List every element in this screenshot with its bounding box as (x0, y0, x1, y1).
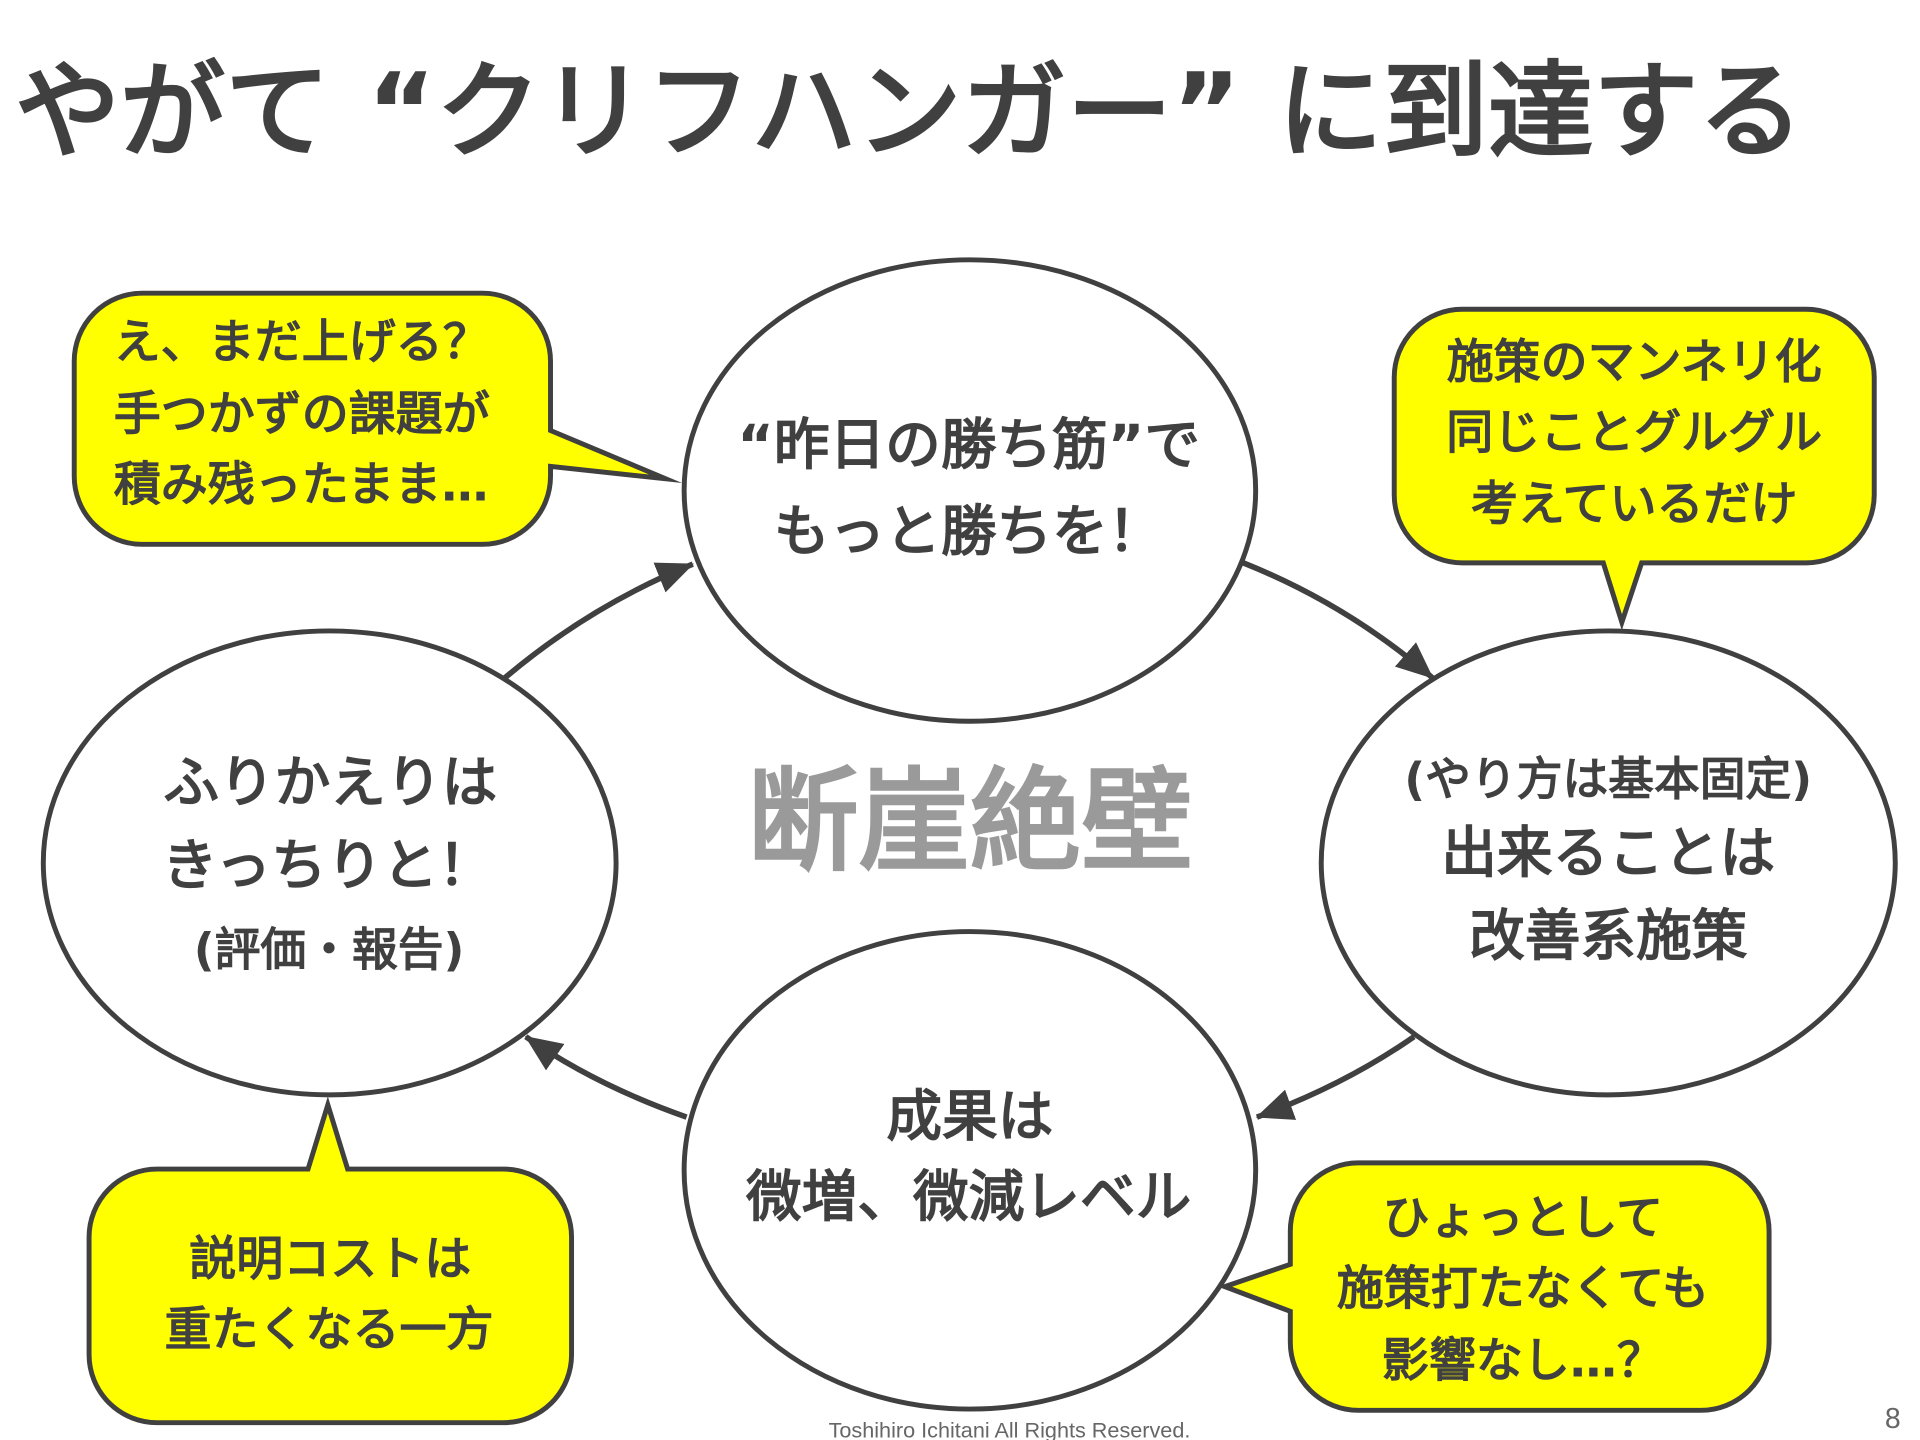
copyright-footer: Toshihiro Ichitani All Rights Reserved. (829, 1418, 1191, 1440)
arrow-top-to-right (1242, 560, 1435, 681)
cycle-node-left-line-1: ふりかえりは (163, 751, 497, 816)
callout-top-left (71, 290, 683, 547)
callout-top-left-line-1: え、まだ上げる？ (114, 315, 490, 370)
cycle-node-right-line-2: 改善系施策 (1469, 904, 1748, 969)
callout-bottom-right-line-3: 影響なし…？ (1382, 1333, 1664, 1388)
cycle-node-left-note: (評価・報告) (194, 924, 465, 977)
callouts: え、まだ上げる？ 手つかずの課題が 積み残ったまま… 施策のマンネリ化 同じこと… (71, 290, 1877, 1426)
cycle-diagram: “昨日の勝ち筋”で もっと勝ちを！ (やり方は基本固定) 出来ることは 改善系施… (40, 257, 1898, 1412)
arrow-left-to-top (502, 561, 694, 681)
arrow-right-to-bottom (1255, 1034, 1416, 1120)
cycle-node-right (1318, 628, 1898, 1098)
callout-top-left-line-3: 積み残ったまま… (114, 457, 489, 512)
callout-top-left-line-2: 手つかずの課題が (114, 387, 490, 442)
cycle-node-right-note: (やり方は基本固定) (1404, 753, 1812, 806)
page-number: 8 (1885, 1403, 1901, 1435)
cycle-node-top (681, 257, 1259, 724)
callout-top-right (1391, 306, 1877, 631)
cycle-node-top-line-1: “昨日の勝ち筋”で (737, 413, 1200, 478)
callout-bottom-right-line-2: 施策打たなくても (1337, 1262, 1709, 1317)
cycle-node-left (40, 628, 619, 1098)
callout-top-right-line-3: 考えているだけ (1471, 477, 1798, 532)
cycle-node-bottom-line-1: 成果は (886, 1085, 1053, 1150)
callout-bottom-right (1217, 1160, 1772, 1413)
callout-bottom-right-line-1: ひょっとして (1383, 1191, 1664, 1246)
arrow-bottom-to-left (524, 1034, 688, 1120)
cycle-node-right-line-1: 出来ることは (1441, 821, 1775, 886)
cycle-node-bottom-line-2: 微増、微減レベル (745, 1165, 1191, 1230)
callout-bottom-left-line-2: 重たくなる一方 (165, 1302, 494, 1357)
callout-top-right-line-2: 同じことグルグル (1446, 405, 1822, 460)
center-label: 断崖絶壁 (747, 758, 1192, 887)
cycle-node-bottom (681, 929, 1259, 1412)
callout-bottom-left (86, 1096, 575, 1426)
callout-top-right-line-1: 施策のマンネリ化 (1447, 335, 1822, 390)
cycle-node-top-line-2: もっと勝ちを！ (774, 499, 1164, 564)
callout-bottom-left-line-1: 説明コストは (189, 1232, 471, 1287)
slide-title: やがて “クリフハンガー” に到達する (15, 50, 1804, 173)
cycle-node-left-line-2: きっちりと！ (162, 833, 494, 898)
